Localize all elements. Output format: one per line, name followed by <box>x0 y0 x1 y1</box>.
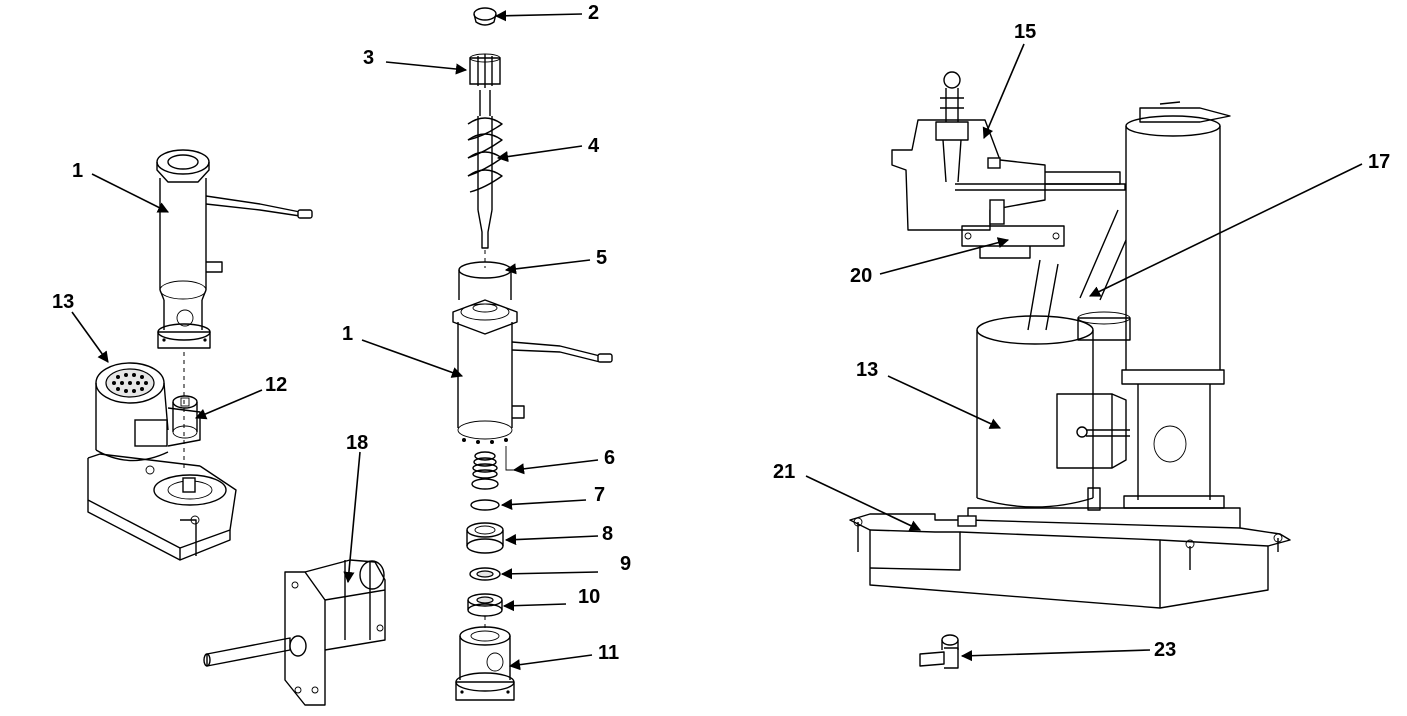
callout-10: 10 <box>578 586 600 608</box>
part-6-seal <box>472 446 516 479</box>
part-7-oring <box>470 478 500 511</box>
part-18-gearbox <box>203 559 386 706</box>
callout-13-left: 13 <box>52 291 74 313</box>
callout-4: 4 <box>588 135 600 157</box>
part-20-mount-plate <box>961 225 1065 259</box>
callout-11: 11 <box>598 642 619 664</box>
part-11-base-adapter <box>455 626 515 701</box>
callout-20: 20 <box>850 265 872 287</box>
callout-6: 6 <box>604 447 615 469</box>
part-17-chute <box>1027 209 1131 341</box>
callout-23: 23 <box>1154 639 1176 661</box>
callout-8: 8 <box>602 523 613 545</box>
callout-1-left: 1 <box>72 160 83 182</box>
part-15-bracket <box>891 71 1126 231</box>
callout-9: 9 <box>620 553 631 575</box>
part-2-cap <box>473 7 497 26</box>
right-assembly <box>849 71 1291 669</box>
callout-12: 12 <box>265 374 287 396</box>
part-13-motor-right <box>976 315 1130 511</box>
callout-5: 5 <box>596 247 607 269</box>
hopper-column <box>1121 101 1231 509</box>
part-9-bearing <box>469 567 501 581</box>
callout-7: 7 <box>594 484 605 506</box>
callout-18: 18 <box>346 432 368 454</box>
part-4-auger <box>467 90 503 249</box>
callout-3: 3 <box>363 47 374 69</box>
part-1-housing-center <box>452 299 613 444</box>
callout-21: 21 <box>773 461 795 483</box>
callout-17: 17 <box>1368 151 1390 173</box>
callout-1-center: 1 <box>342 323 353 345</box>
callout-2: 2 <box>588 2 599 24</box>
leader-lines <box>71 10 1363 671</box>
callout-labels: 1 13 12 18 2 3 4 5 1 6 7 8 9 10 11 15 17… <box>52 2 1390 664</box>
part-21-base <box>849 507 1291 609</box>
part-13-gearmotor-left <box>87 362 237 561</box>
part-23-fitting <box>919 634 959 669</box>
callout-15: 15 <box>1014 21 1036 43</box>
part-1-housing-left <box>156 149 313 349</box>
callout-13-right: 13 <box>856 359 878 381</box>
part-8-bearing-housing <box>466 522 504 554</box>
part-3-breaker <box>469 53 501 88</box>
part-12-coupler <box>172 395 198 439</box>
part-10-bearing <box>467 593 503 617</box>
